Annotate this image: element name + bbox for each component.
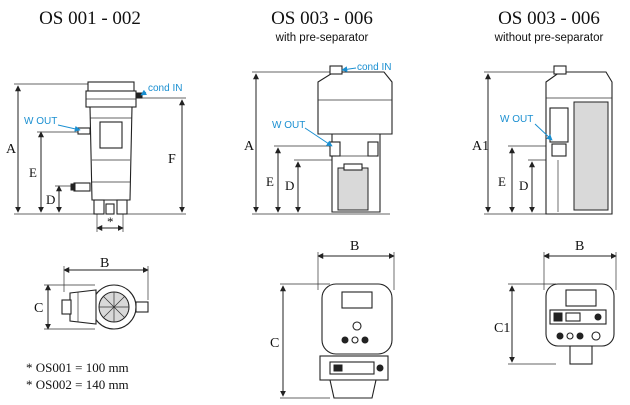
- callout-w-out-os001: W OUT: [24, 116, 57, 127]
- os003-with-front-view: A E D cond IN W OUT: [244, 62, 393, 215]
- dim-label-b-without: B: [575, 239, 584, 254]
- dim-label-d: D: [46, 192, 55, 207]
- note-os001: * OS001 = 100 mm: [26, 360, 129, 375]
- os003-without-front-view: A1 E D W OUT: [472, 65, 613, 215]
- dim-label-e-without: E: [498, 174, 506, 189]
- title-os003-006-with: OS 003 - 006: [271, 8, 373, 29]
- dim-label-e-with: E: [266, 174, 274, 189]
- dim-label-b-with: B: [350, 239, 359, 254]
- os001-top-view: B C: [34, 256, 149, 330]
- dim-label-a: A: [6, 142, 17, 157]
- os003-without-top-view: B C1: [494, 239, 617, 365]
- subtitle-with-pre-separator: with pre-separator: [275, 32, 369, 44]
- callout-cond-in-with: cond IN: [357, 62, 391, 73]
- os003-with-top-view: B C: [270, 239, 395, 399]
- dim-label-d-with: D: [285, 178, 294, 193]
- dim-label-d-without: D: [519, 178, 528, 193]
- dim-label-a1: A1: [472, 139, 489, 154]
- dim-label-f: F: [168, 152, 176, 167]
- callout-w-out-without: W OUT: [500, 114, 533, 125]
- dim-label-a-with: A: [244, 139, 255, 154]
- title-os003-006-without: OS 003 - 006: [498, 8, 600, 29]
- callout-w-out-with: W OUT: [272, 120, 305, 131]
- dim-label-e: E: [29, 165, 37, 180]
- title-os001-002: OS 001 - 002: [39, 8, 141, 29]
- subtitle-without-pre-separator: without pre-separator: [494, 32, 604, 44]
- dim-label-c1: C1: [494, 321, 510, 336]
- dim-label-c-os001: C: [34, 301, 43, 316]
- dim-label-b-os001: B: [100, 256, 109, 271]
- dim-label-c-with: C: [270, 336, 279, 351]
- note-os002: * OS002 = 140 mm: [26, 377, 129, 392]
- callout-cond-in-os001: cond IN: [148, 83, 182, 94]
- os001-front-view: A E D F * cond IN: [6, 81, 186, 232]
- dim-label-star: *: [107, 214, 114, 229]
